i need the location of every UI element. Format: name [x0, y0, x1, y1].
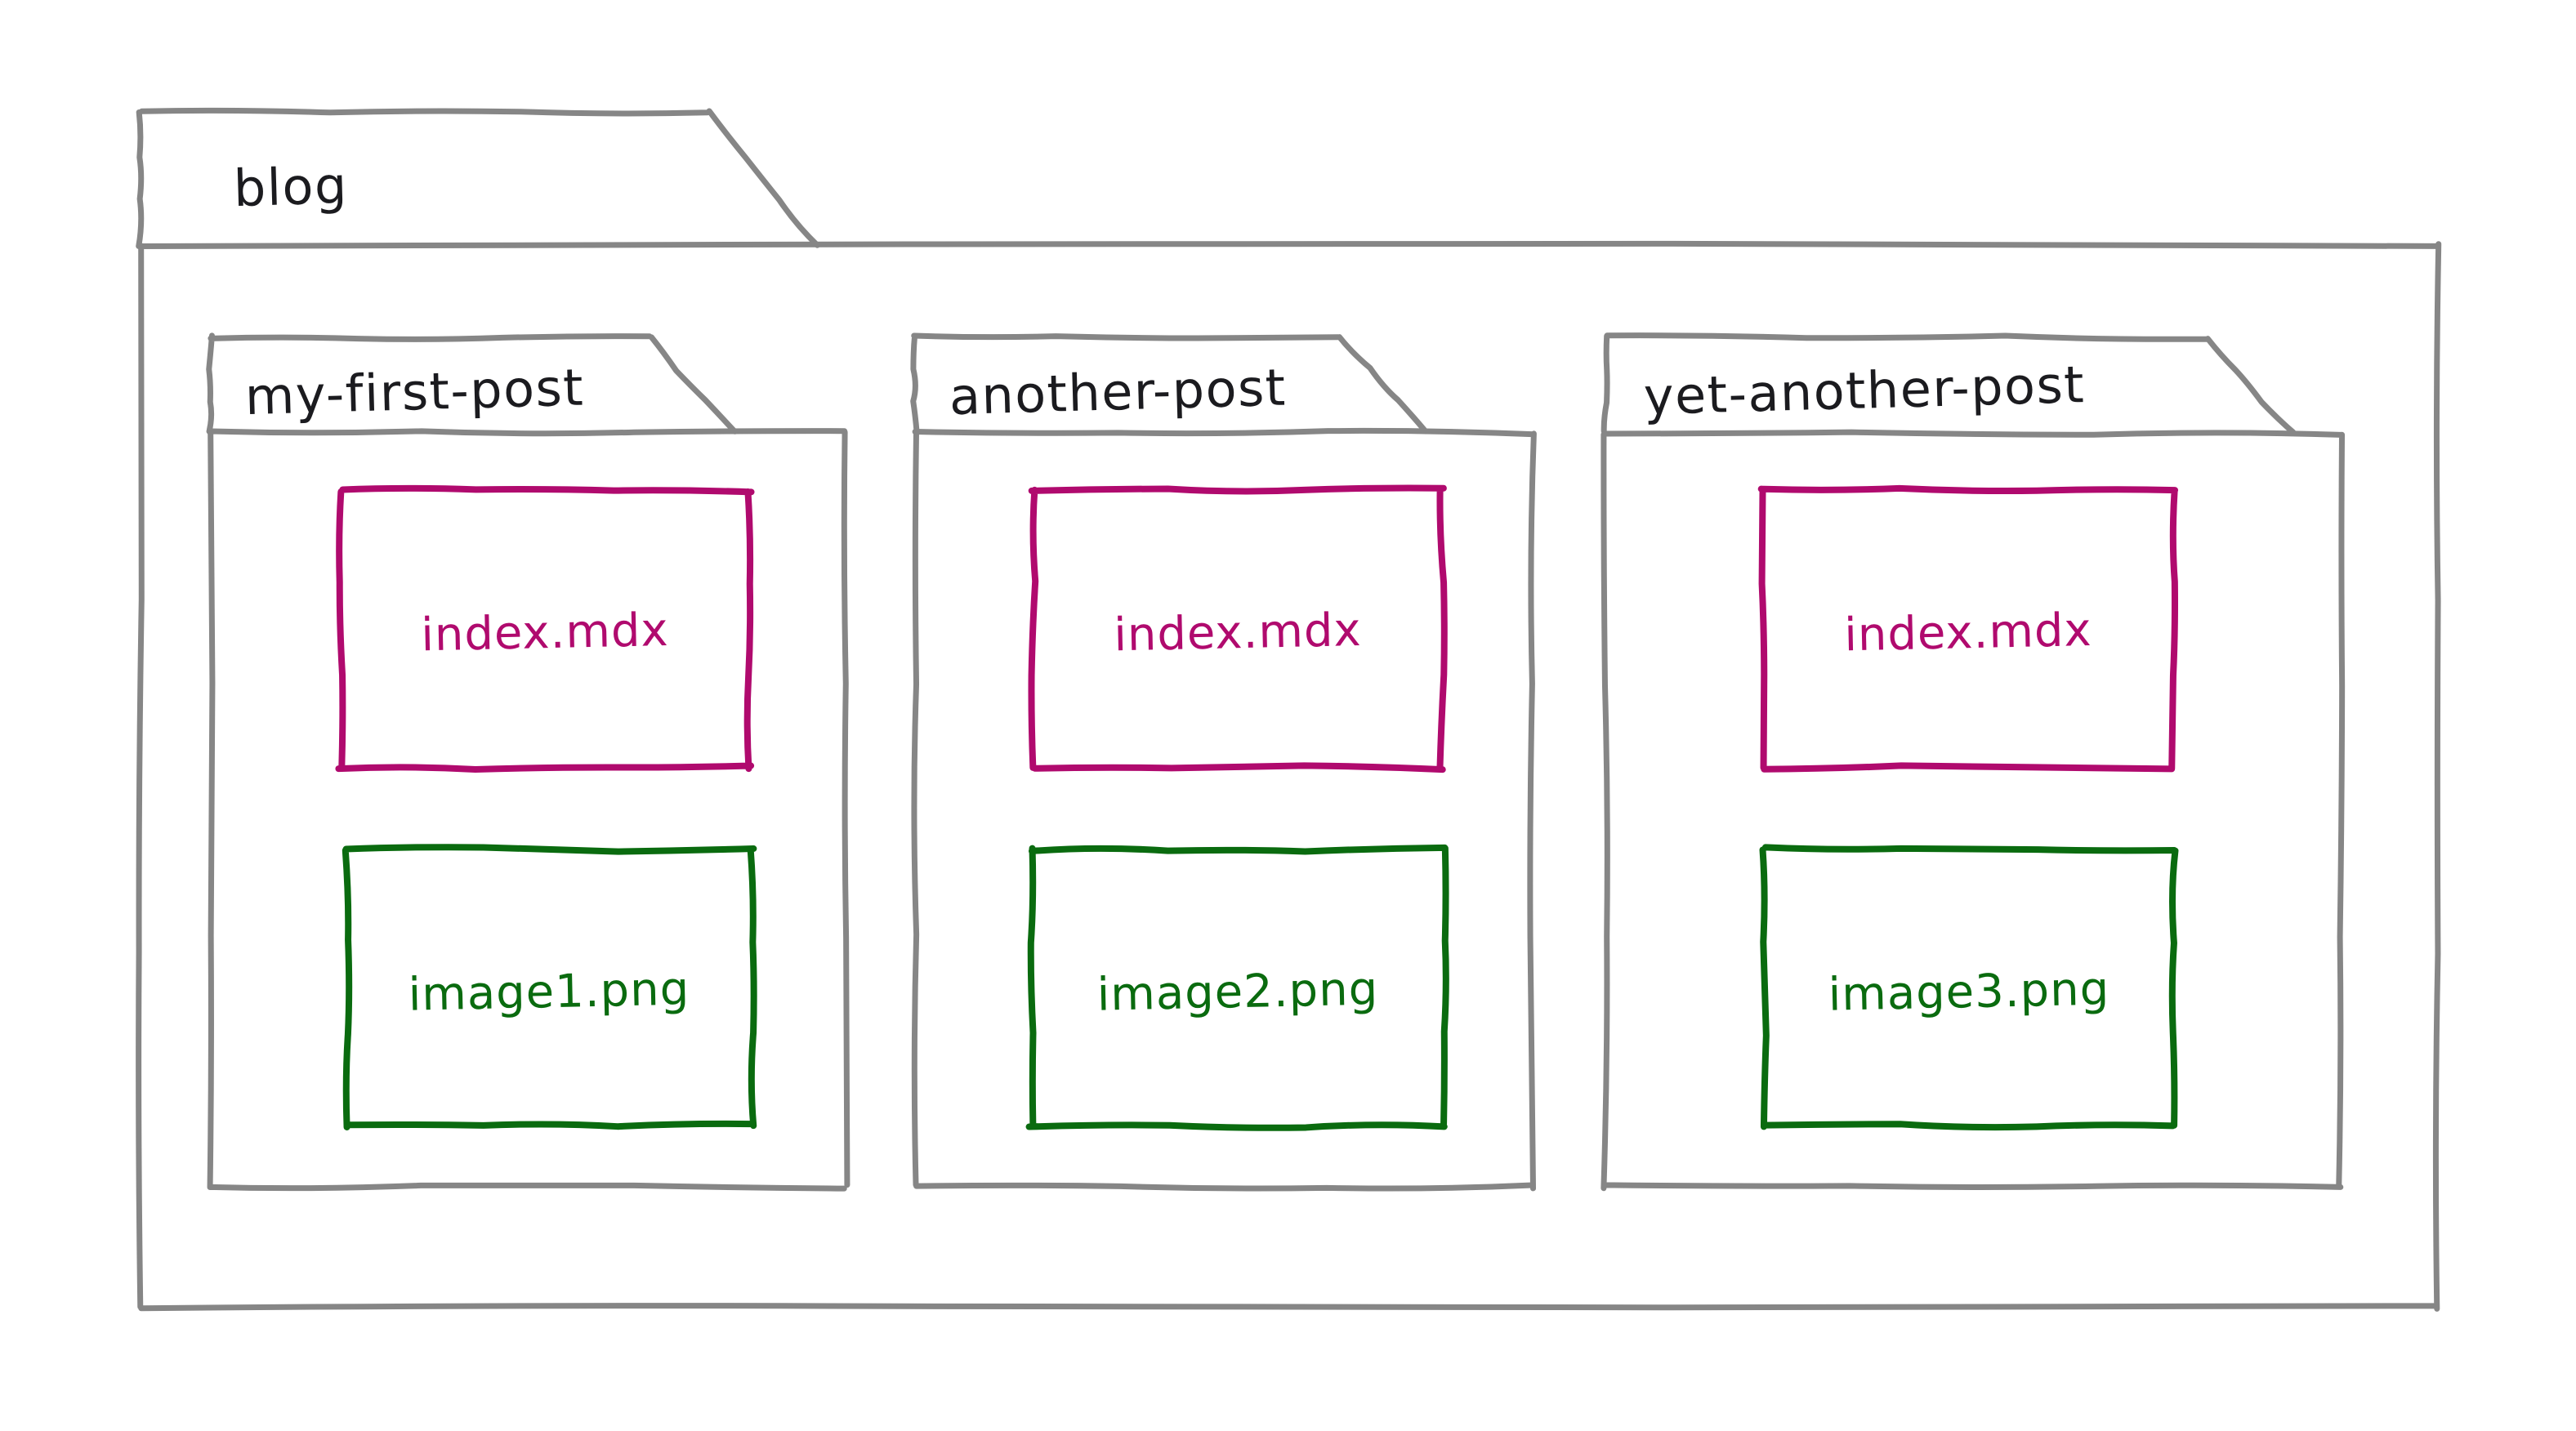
folder-yet-another-post[interactable]: yet-another-post index.mdx image3.png	[1601, 332, 2346, 1192]
file-index-mdx[interactable]: index.mdx	[1757, 484, 2179, 773]
file-label: index.mdx	[1114, 604, 1363, 662]
folder-tab-icon	[910, 332, 1429, 435]
folder-tab-icon	[206, 332, 738, 435]
folder-my-first-post[interactable]: my-first-post index.mdx image1.png	[206, 332, 850, 1192]
file-image3-png[interactable]: image3.png	[1759, 844, 2179, 1131]
file-box-icon	[1759, 844, 2179, 1131]
file-box-icon	[1028, 484, 1448, 773]
file-box-icon	[1757, 484, 2179, 773]
file-box-icon	[1025, 844, 1449, 1131]
file-label: image1.png	[408, 963, 690, 1022]
root-folder-blog[interactable]: blog	[136, 107, 2442, 1312]
folder-label: yet-another-post	[1643, 354, 2086, 426]
root-folder-label: blog	[233, 155, 349, 218]
folder-body-icon	[207, 428, 850, 1192]
folder-body-icon	[136, 240, 2442, 1312]
file-label: index.mdx	[421, 604, 670, 662]
file-label: image3.png	[1828, 963, 2110, 1022]
file-index-mdx[interactable]: index.mdx	[335, 484, 755, 773]
folder-tab-icon	[136, 107, 820, 249]
file-box-icon	[335, 484, 755, 773]
file-image2-png[interactable]: image2.png	[1025, 844, 1449, 1131]
file-index-mdx[interactable]: index.mdx	[1028, 484, 1448, 773]
folder-another-post[interactable]: another-post index.mdx image2.png	[910, 332, 1537, 1192]
folder-tab-icon	[1601, 332, 2297, 435]
file-label: image2.png	[1096, 963, 1379, 1022]
folder-body-icon	[911, 427, 1537, 1192]
file-label: index.mdx	[1844, 604, 2093, 662]
folder-body-icon	[1601, 429, 2346, 1192]
file-box-icon	[342, 844, 757, 1130]
file-image1-png[interactable]: image1.png	[342, 844, 757, 1130]
folder-label: my-first-post	[244, 358, 585, 427]
folder-label: another-post	[949, 358, 1288, 426]
